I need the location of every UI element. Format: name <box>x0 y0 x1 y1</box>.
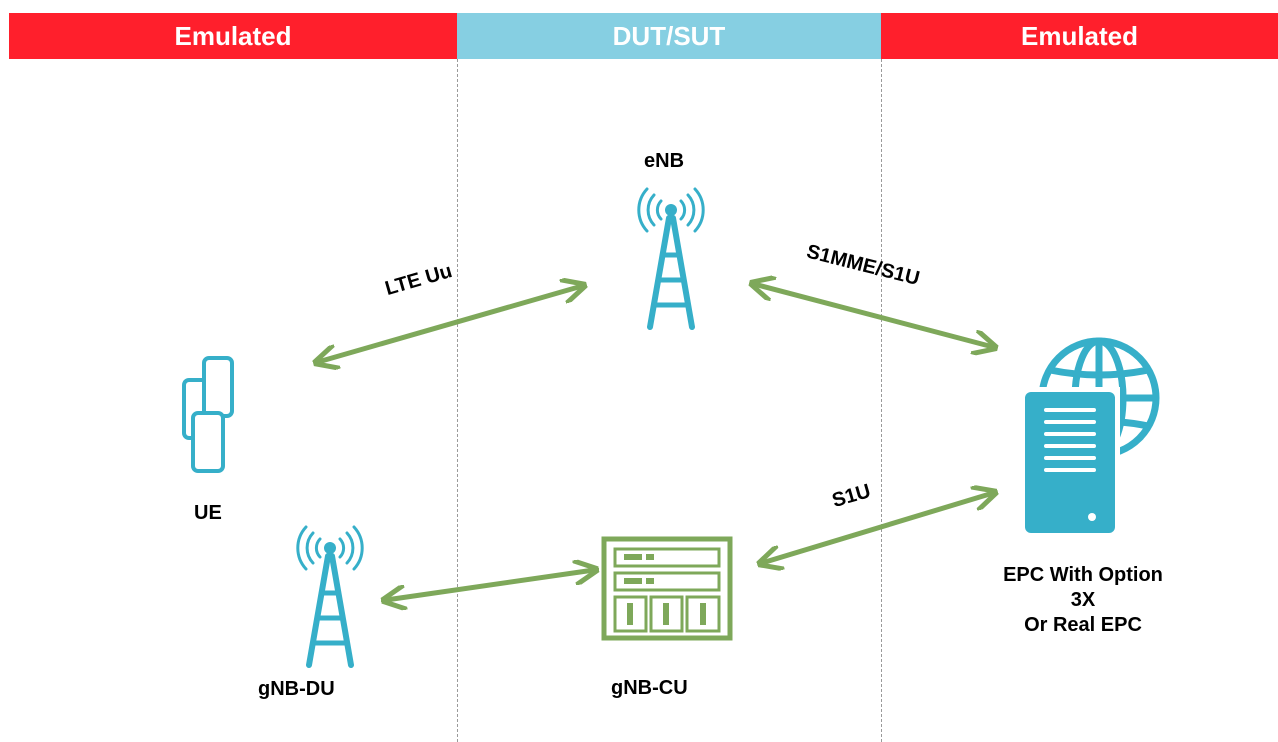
link-s1mme-s1u-arrow <box>754 284 993 347</box>
epc-label-line-3: Or Real EPC <box>1024 614 1142 636</box>
server-globe-icon <box>1020 337 1160 538</box>
link-lte-uu-arrow <box>318 286 582 362</box>
tower-icon <box>637 187 705 330</box>
ue-label: UE <box>194 502 222 524</box>
zone-header-emulated-left: Emulated <box>9 13 457 59</box>
zone-divider-right <box>881 59 882 742</box>
epc-label: EPC With Option 3X Or Real EPC <box>965 563 1201 638</box>
link-du-cu-arrow <box>386 570 594 600</box>
zone-header-dut-sut: DUT/SUT <box>457 13 881 59</box>
enb-label: eNB <box>644 150 685 172</box>
link-s1u-arrow <box>762 493 993 563</box>
epc-label-line-1: EPC With Option <box>1003 564 1163 586</box>
zone-header-emulated-right: Emulated <box>881 13 1278 59</box>
server-rack-icon <box>601 536 733 641</box>
tower-icon <box>296 525 364 668</box>
phones-icon <box>182 356 234 473</box>
epc-label-line-2: 3X <box>1070 589 1096 611</box>
gnb-cu-label: gNB-CU <box>611 677 688 699</box>
zone-divider-left <box>457 59 458 742</box>
gnb-du-label: gNB-DU <box>258 678 335 700</box>
